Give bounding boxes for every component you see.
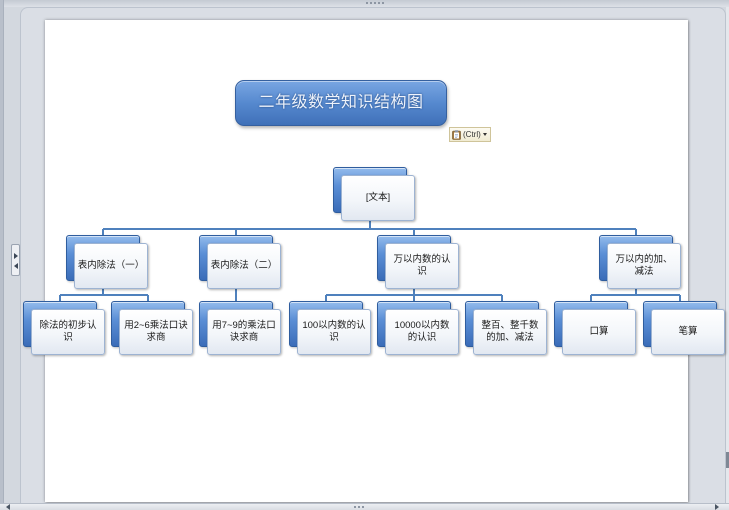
node-text-box[interactable]: 100以内数的认 识 xyxy=(297,309,371,355)
diagram-branch-node[interactable]: 表内除法（二） xyxy=(199,235,281,289)
node-text-box[interactable]: [文本] xyxy=(341,175,415,221)
diagram-leaf-node[interactable]: 整百、整千数 的加、减法 xyxy=(465,301,547,355)
expand-right-icon xyxy=(14,253,18,259)
diagram-branch-node[interactable]: 万以内数的认 识 xyxy=(377,235,459,289)
node-text-box[interactable]: 笔算 xyxy=(651,309,725,355)
node-label-line: 10000以内数 xyxy=(394,320,450,331)
diagram-leaf-node[interactable]: 用2~6乘法口诀 求商 xyxy=(111,301,193,355)
node-label: 笔算 xyxy=(678,326,697,338)
node-text-box[interactable]: 万以内的加、 减法 xyxy=(607,243,681,289)
node-label-line: 100以内数的认 xyxy=(302,320,366,331)
node-label: 除法的初步认 识 xyxy=(39,320,96,344)
scroll-right-icon[interactable] xyxy=(715,504,719,510)
slide-title: 二年级数学知识结构图 xyxy=(258,94,424,111)
collapse-left-icon xyxy=(14,263,18,269)
title-shape[interactable]: 二年级数学知识结构图 xyxy=(235,80,447,126)
pane-toggle-button[interactable] xyxy=(11,244,20,276)
diagram-branch-node[interactable]: 万以内的加、 减法 xyxy=(599,235,681,289)
diagram-branch-node[interactable]: 表内除法（一） xyxy=(66,235,148,289)
splitter-grip-icon xyxy=(366,2,384,4)
node-label-line: 除法的初步认 xyxy=(39,320,97,331)
node-label-line: 用2~6乘法口诀 xyxy=(124,320,188,331)
slide-thumbnail-pane-edge xyxy=(0,0,4,503)
node-label-line: 识 xyxy=(63,332,73,343)
node-label-line: 求商 xyxy=(146,332,166,343)
node-label: 用7~9的乘法口 诀求商 xyxy=(212,320,276,344)
node-label-line: 识 xyxy=(417,266,427,277)
diagram-leaf-node[interactable]: 10000以内数 的认识 xyxy=(377,301,459,355)
node-text-box[interactable]: 10000以内数 的认识 xyxy=(385,309,459,355)
horizontal-scrollbar[interactable] xyxy=(0,503,729,510)
node-label: 万以内数的认 识 xyxy=(393,254,450,278)
node-label-line: 表内除法（一） xyxy=(77,260,145,271)
node-text-box[interactable]: 整百、整千数 的加、减法 xyxy=(473,309,547,355)
node-label: 整百、整千数 的加、减法 xyxy=(481,320,538,344)
scroll-left-icon[interactable] xyxy=(6,504,10,510)
node-label-line: 用7~9的乘法口 xyxy=(212,320,276,331)
clipboard-icon xyxy=(452,129,461,140)
node-label: [文本] xyxy=(366,192,390,204)
node-label-line: 的认识 xyxy=(407,332,437,343)
diagram-leaf-node[interactable]: 100以内数的认 识 xyxy=(289,301,371,355)
node-label-line: 减法 xyxy=(634,266,654,277)
node-label-line: 诀求商 xyxy=(229,332,259,343)
paste-options-button[interactable]: (Ctrl) xyxy=(449,127,491,142)
diagram-root-node[interactable]: [文本] xyxy=(333,167,415,221)
node-label: 口算 xyxy=(589,326,608,338)
node-text-box[interactable]: 万以内数的认 识 xyxy=(385,243,459,289)
node-label-line: [文本] xyxy=(365,192,391,203)
diagram-leaf-node[interactable]: 口算 xyxy=(554,301,636,355)
node-label-line: 表内除法（二） xyxy=(210,260,278,271)
node-label-line: 万以内的加、 xyxy=(615,254,673,265)
scrollbar-grip-icon[interactable] xyxy=(354,506,364,508)
node-label: 表内除法（一） xyxy=(78,260,145,272)
vertical-scrollbar-thumb[interactable] xyxy=(726,452,729,468)
node-label-line: 口算 xyxy=(589,326,609,337)
node-label-line: 笔算 xyxy=(678,326,698,337)
ribbon-splitter[interactable] xyxy=(0,0,729,7)
node-text-box[interactable]: 口算 xyxy=(562,309,636,355)
vertical-scrollbar[interactable] xyxy=(726,7,729,503)
node-text-box[interactable]: 表内除法（二） xyxy=(207,243,281,289)
node-label-line: 的加、减法 xyxy=(486,332,534,343)
node-label: 用2~6乘法口诀 求商 xyxy=(124,320,188,344)
node-label-line: 万以内数的认 xyxy=(393,254,451,265)
node-text-box[interactable]: 用7~9的乘法口 诀求商 xyxy=(207,309,281,355)
node-text-box[interactable]: 用2~6乘法口诀 求商 xyxy=(119,309,193,355)
node-text-box[interactable]: 除法的初步认 识 xyxy=(31,309,105,355)
node-label-line: 整百、整千数 xyxy=(481,320,539,331)
diagram-leaf-node[interactable]: 用7~9的乘法口 诀求商 xyxy=(199,301,281,355)
chevron-down-icon xyxy=(482,133,487,136)
slide-canvas[interactable]: 二年级数学知识结构图 (Ctrl) xyxy=(23,20,725,502)
node-label: 万以内的加、 减法 xyxy=(615,254,672,278)
node-label-line: 识 xyxy=(329,332,339,343)
node-label: 表内除法（二） xyxy=(211,260,278,272)
node-label: 100以内数的认 识 xyxy=(302,320,365,344)
diagram-leaf-node[interactable]: 除法的初步认 识 xyxy=(23,301,105,355)
diagram-leaf-node[interactable]: 笔算 xyxy=(643,301,725,355)
node-label: 10000以内数 的认识 xyxy=(395,320,450,344)
node-text-box[interactable]: 表内除法（一） xyxy=(74,243,148,289)
paste-options-label: (Ctrl) xyxy=(463,129,481,139)
